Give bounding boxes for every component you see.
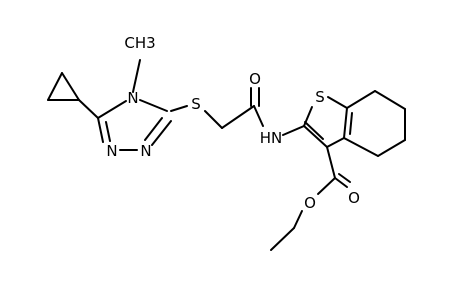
triazole-n2-label: N bbox=[140, 142, 151, 160]
thiophene-sulfur-label: S bbox=[315, 88, 325, 106]
thiophene-ring bbox=[303, 96, 353, 148]
thioether-amide-linker bbox=[170, 87, 305, 136]
ethyl-ester-group bbox=[270, 146, 351, 251]
amide-nh-label: HN bbox=[260, 129, 283, 147]
cyclopropyl-ring bbox=[47, 72, 99, 119]
amide-oxygen-label: O bbox=[249, 70, 261, 88]
ester-carbonyl-oxygen-label: O bbox=[348, 189, 360, 207]
methyl-label: CH3 bbox=[124, 34, 155, 52]
cyclohexene-ring bbox=[343, 90, 406, 157]
thioether-sulfur-label: S bbox=[191, 95, 201, 113]
triazole-ring bbox=[97, 59, 172, 151]
triazole-n1-label: N bbox=[106, 142, 117, 160]
ester-ether-oxygen-label: O bbox=[304, 194, 316, 212]
triazole-n4-label: N bbox=[127, 89, 138, 107]
